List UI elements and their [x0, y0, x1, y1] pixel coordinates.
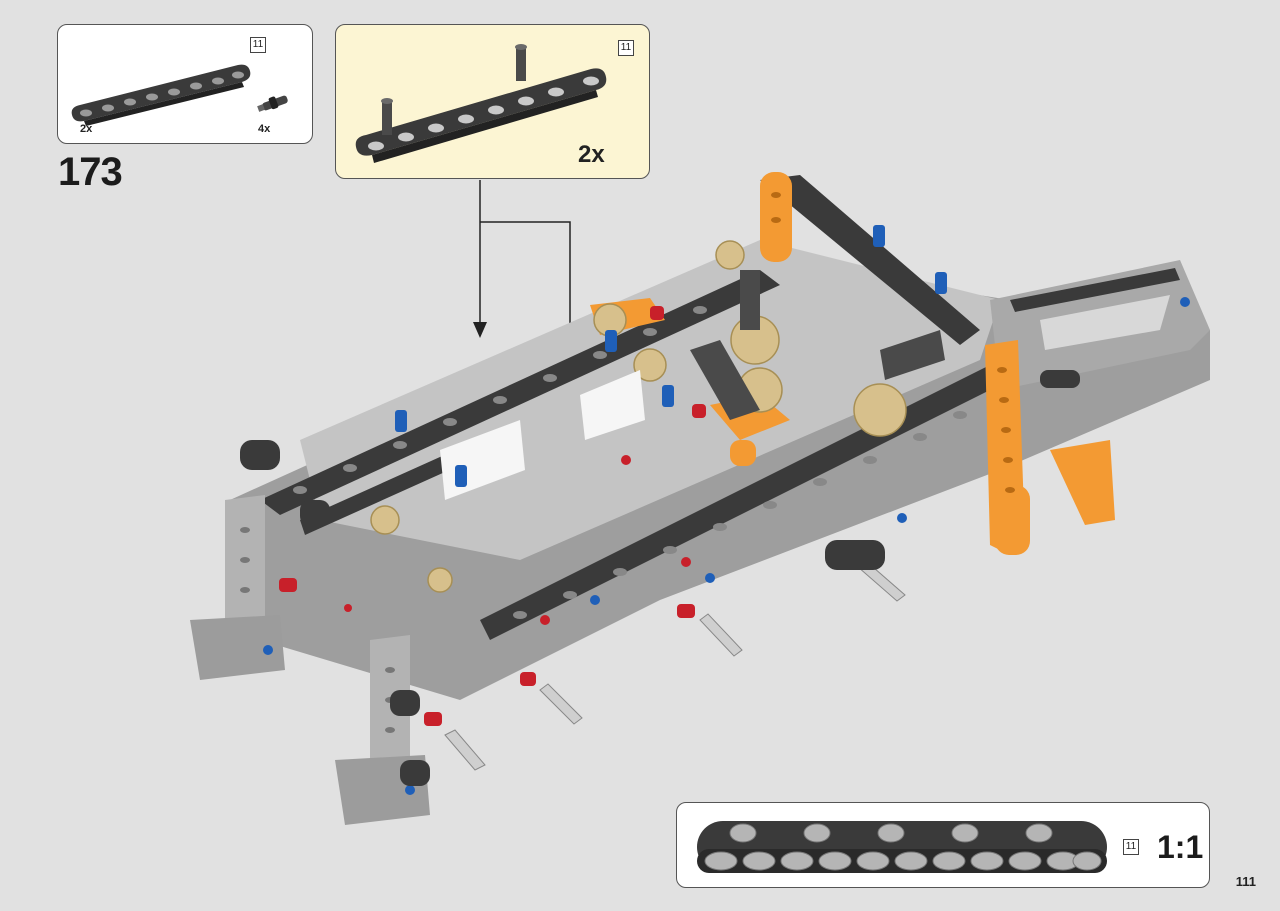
red-pin-icon — [279, 306, 706, 726]
scale-guide-panel: 11 1:1 — [676, 802, 1210, 888]
parts-illustration — [71, 64, 288, 126]
subassembly-callout: 11 2x — [335, 24, 650, 179]
scale-beam-illustration — [697, 821, 1107, 873]
beam-part-icon — [71, 64, 251, 126]
beam-length-badge: 11 — [250, 37, 266, 53]
gear-icon — [370, 240, 907, 593]
scale-length-badge: 11 — [1123, 839, 1139, 855]
pin-icon — [381, 98, 393, 135]
page-number: 111 — [1235, 874, 1256, 889]
chassis-frame — [190, 172, 1210, 825]
arrow-head-icon — [473, 322, 487, 338]
pin-icon — [515, 44, 527, 81]
placement-arrows — [479, 180, 571, 570]
scale-label: 1:1 — [1157, 829, 1204, 865]
subassembly-illustration — [355, 44, 607, 163]
parts-panel: 11 2x 4x — [57, 24, 313, 144]
step-number: 173 — [58, 150, 123, 194]
connector-pin-quantity: 4x — [258, 123, 271, 135]
subassembly-quantity: 2x — [578, 141, 605, 168]
subassembly-length-badge: 11 — [618, 40, 634, 56]
orange-beam — [590, 172, 1115, 555]
beam-quantity: 2x — [80, 123, 93, 135]
connector-pin-icon — [257, 95, 288, 112]
arrow-head-icon — [563, 562, 577, 578]
blue-pin-icon — [263, 225, 1190, 795]
